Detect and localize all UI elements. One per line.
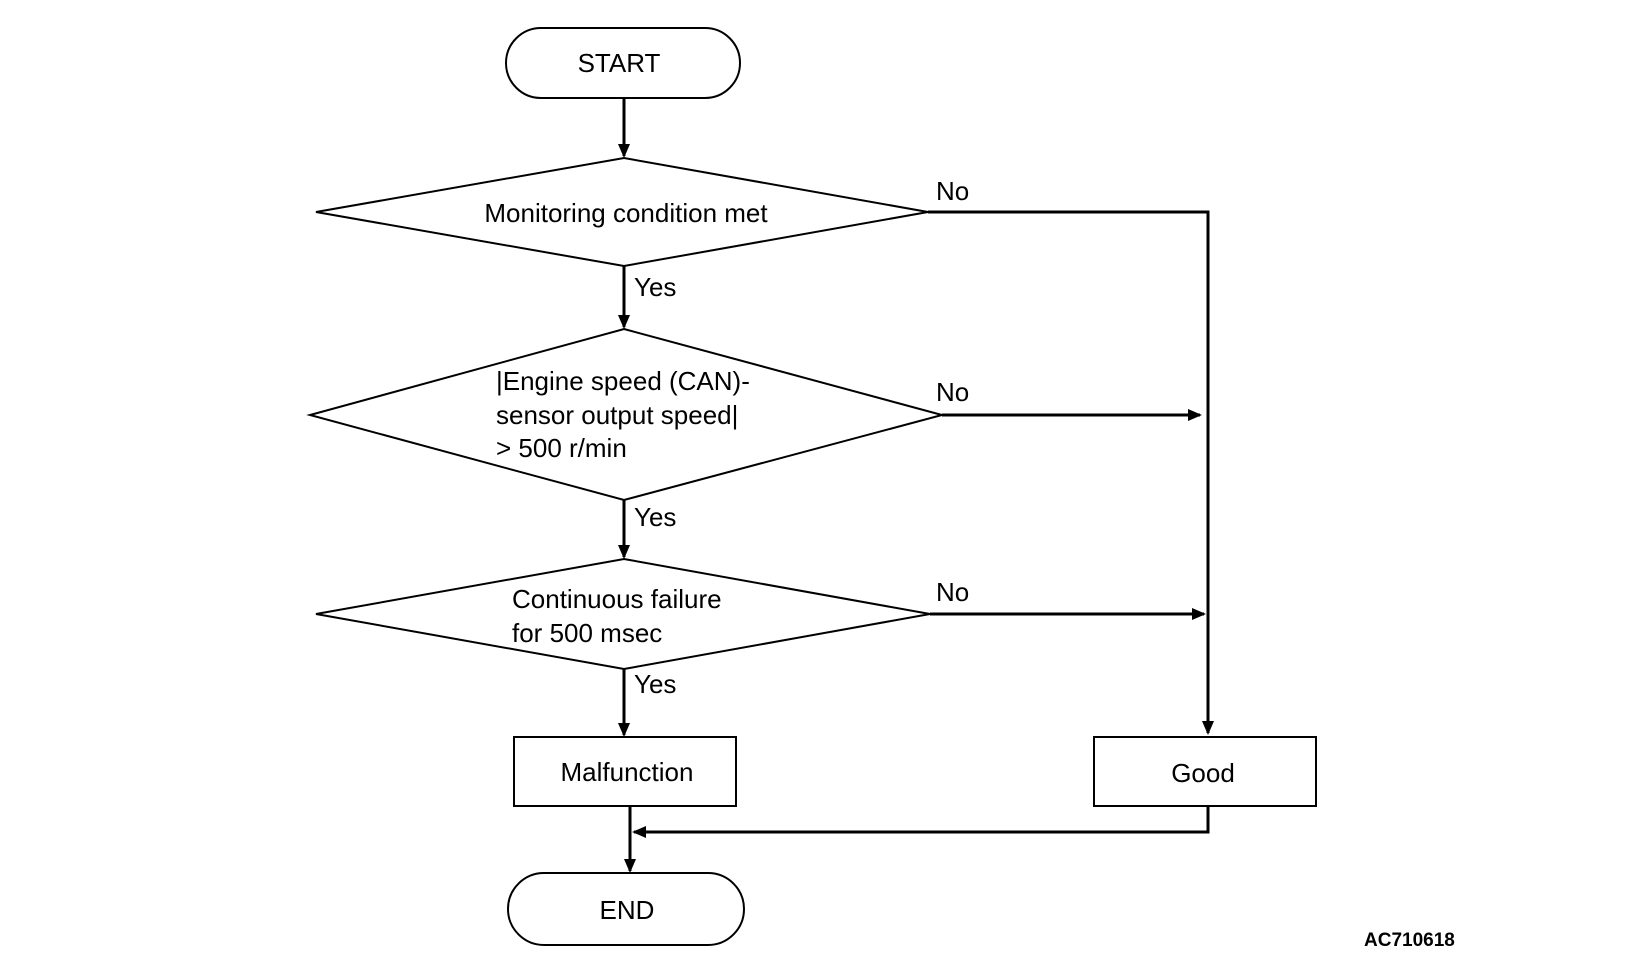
no-label-2: No	[936, 377, 969, 407]
malfunction-label: Malfunction	[561, 757, 694, 787]
malfunction-box: Malfunction	[513, 736, 737, 807]
no-label-3: No	[936, 577, 969, 607]
yes-label-1: Yes	[634, 272, 676, 302]
end-label: END	[600, 895, 655, 925]
arrow-good-to-merge	[632, 806, 1210, 838]
decision-2-line-1: |Engine speed (CAN)-	[496, 366, 750, 396]
end-terminal: END	[507, 872, 745, 946]
decision-1-label: Monitoring condition met	[484, 198, 768, 228]
decision-3-line-2: for 500 msec	[512, 618, 662, 648]
yes-label-2: Yes	[634, 502, 676, 532]
no-path-main	[928, 210, 1214, 735]
good-box: Good	[1093, 736, 1317, 807]
figure-id: AC710618	[1364, 930, 1455, 951]
good-label: Good	[1171, 758, 1235, 788]
decision-continuous-failure: Continuous failure for 500 msec	[315, 557, 931, 671]
decision-2-line-2: sensor output speed|	[496, 400, 738, 430]
no-label-1: No	[936, 176, 969, 206]
decision-monitoring-condition: Monitoring condition met	[315, 156, 929, 268]
decision-3-line-1: Continuous failure	[512, 584, 722, 614]
start-terminal: START	[505, 27, 741, 99]
decision-engine-speed: |Engine speed (CAN)- sensor output speed…	[306, 327, 946, 502]
start-label: START	[578, 48, 661, 78]
decision-2-line-3: > 500 r/min	[496, 433, 627, 463]
yes-label-3: Yes	[634, 669, 676, 699]
